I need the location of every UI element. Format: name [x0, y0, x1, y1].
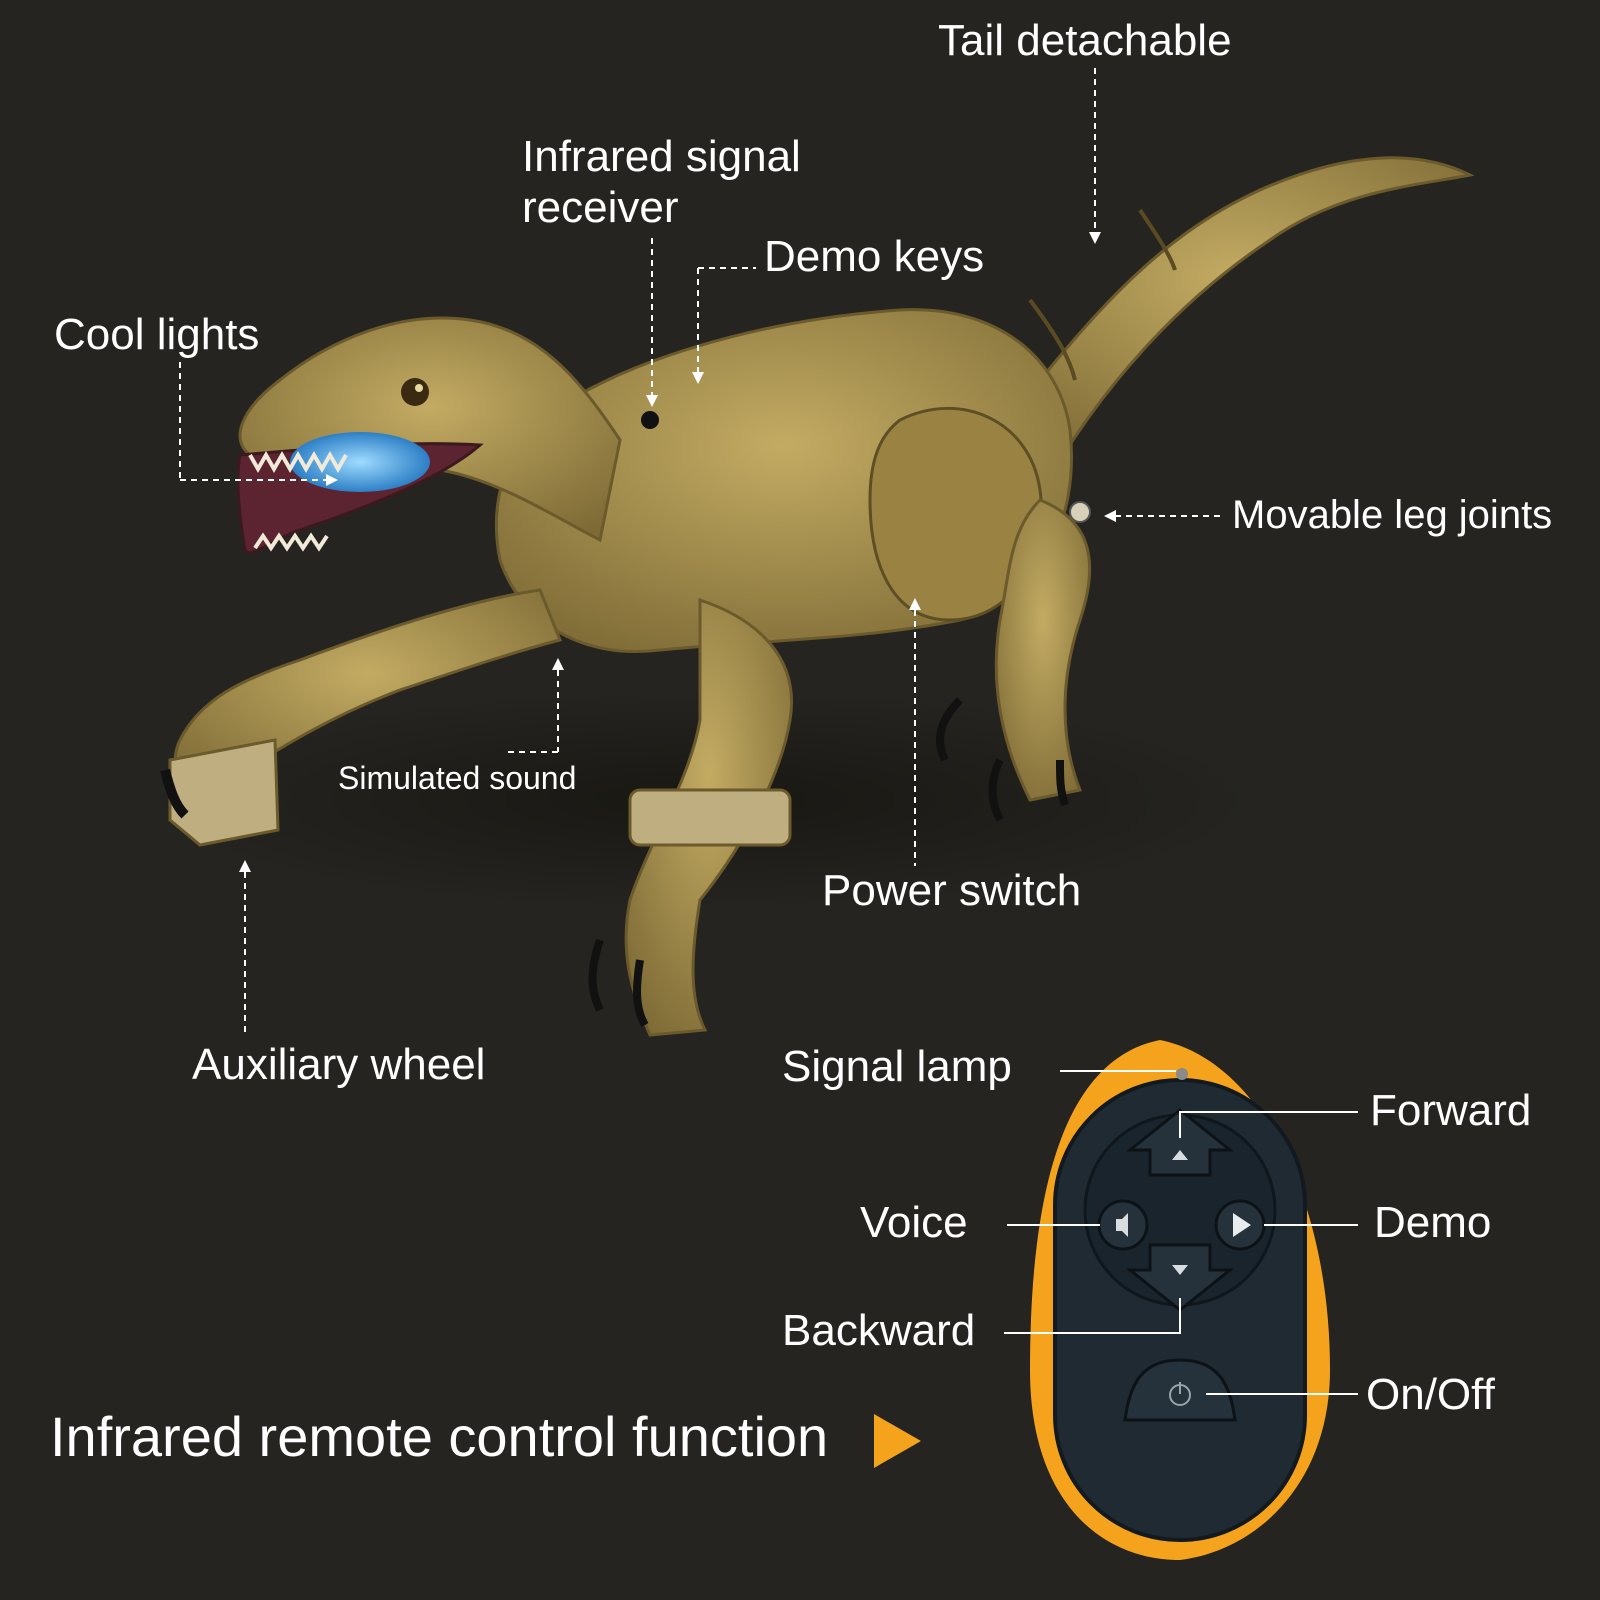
label-signal-lamp: Signal lamp	[782, 1042, 1012, 1091]
label-cool-lights: Cool lights	[54, 310, 260, 359]
head	[238, 316, 622, 543]
label-voice: Voice	[860, 1198, 968, 1247]
label-infrared-receiver: Infrared signal receiver	[522, 132, 801, 232]
play-triangle-icon	[874, 1414, 921, 1468]
label-power-switch: Power switch	[822, 866, 1082, 915]
leader-lines	[179, 68, 1358, 1395]
dinosaur-toy	[160, 156, 1475, 1037]
demo-button[interactable]	[1214, 1199, 1266, 1251]
receiver-dot	[641, 411, 659, 429]
mouth-light	[290, 432, 430, 492]
label-demo-keys: Demo keys	[764, 232, 985, 281]
backward-button[interactable]	[1125, 1243, 1235, 1312]
label-demo: Demo	[1374, 1198, 1492, 1247]
label-simulated-sound: Simulated sound	[338, 760, 577, 796]
thigh	[868, 406, 1043, 622]
label-tail-detachable: Tail detachable	[938, 16, 1232, 65]
label-on-off: On/Off	[1366, 1370, 1495, 1419]
play-icon	[1233, 1213, 1251, 1237]
tail	[997, 156, 1475, 462]
label-movable-leg-joints: Movable leg joints	[1232, 493, 1553, 537]
back-leg	[994, 498, 1092, 802]
power-button[interactable]	[1123, 1358, 1237, 1422]
label-auxiliary-wheel: Auxiliary wheel	[192, 1040, 486, 1089]
leg-joint	[1069, 501, 1091, 523]
speaker-icon	[1116, 1213, 1128, 1237]
forward-button[interactable]	[1125, 1108, 1235, 1177]
signal-lamp-dot	[1176, 1068, 1188, 1080]
arrow-down-icon	[1172, 1265, 1188, 1275]
voice-button[interactable]	[1097, 1199, 1149, 1251]
headline: Infrared remote control function	[50, 1405, 829, 1468]
auxiliary-wheel-block	[168, 738, 280, 847]
label-backward: Backward	[782, 1306, 976, 1355]
arrow-up-icon	[1172, 1150, 1188, 1160]
label-forward: Forward	[1370, 1086, 1532, 1135]
